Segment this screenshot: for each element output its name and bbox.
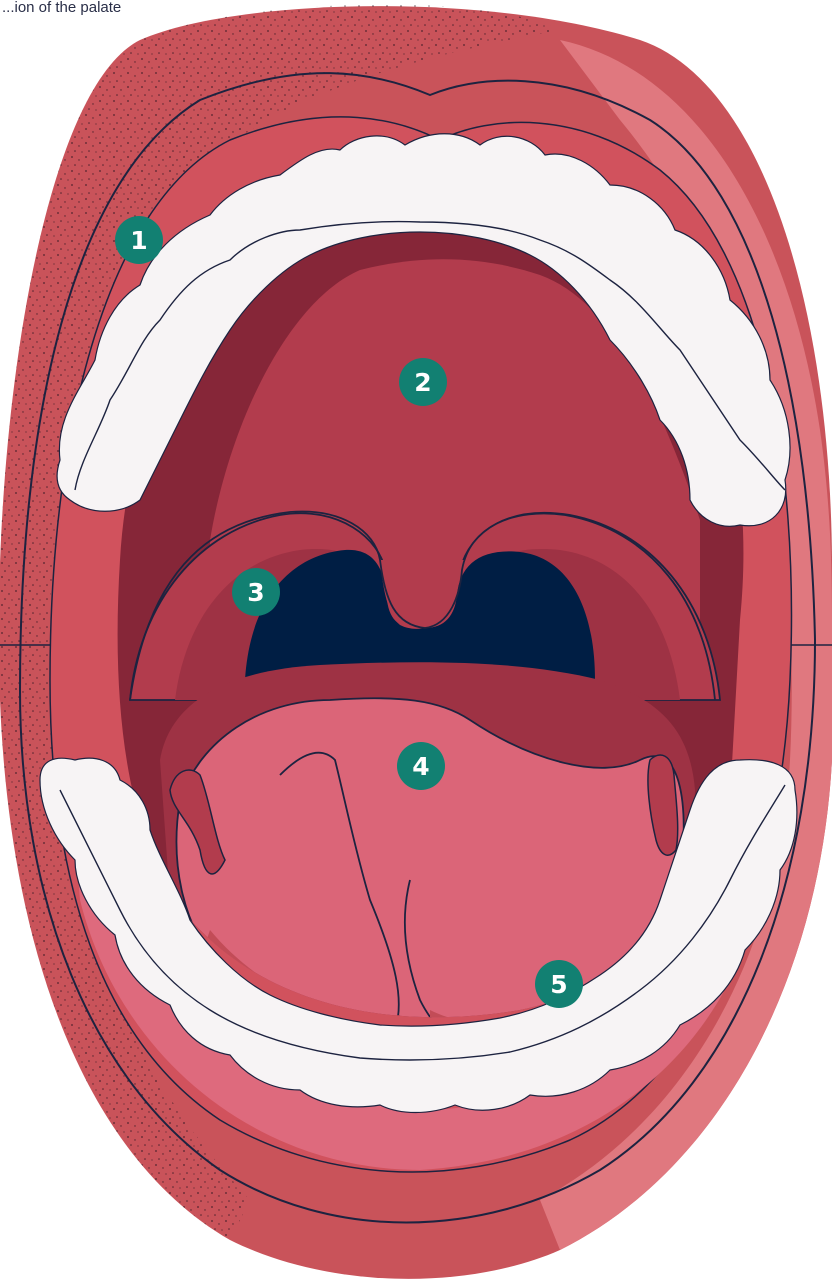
marker-4-label: 4	[412, 752, 429, 781]
marker-1-label: 1	[130, 226, 147, 255]
marker-2: 2	[399, 358, 447, 406]
marker-4: 4	[397, 742, 445, 790]
marker-3-label: 3	[247, 578, 264, 607]
top-caption: ...ion of the palate	[2, 0, 121, 16]
marker-5: 5	[535, 960, 583, 1008]
marker-5-label: 5	[550, 970, 567, 999]
marker-3: 3	[232, 568, 280, 616]
marker-2-label: 2	[414, 368, 431, 397]
marker-1: 1	[115, 216, 163, 264]
